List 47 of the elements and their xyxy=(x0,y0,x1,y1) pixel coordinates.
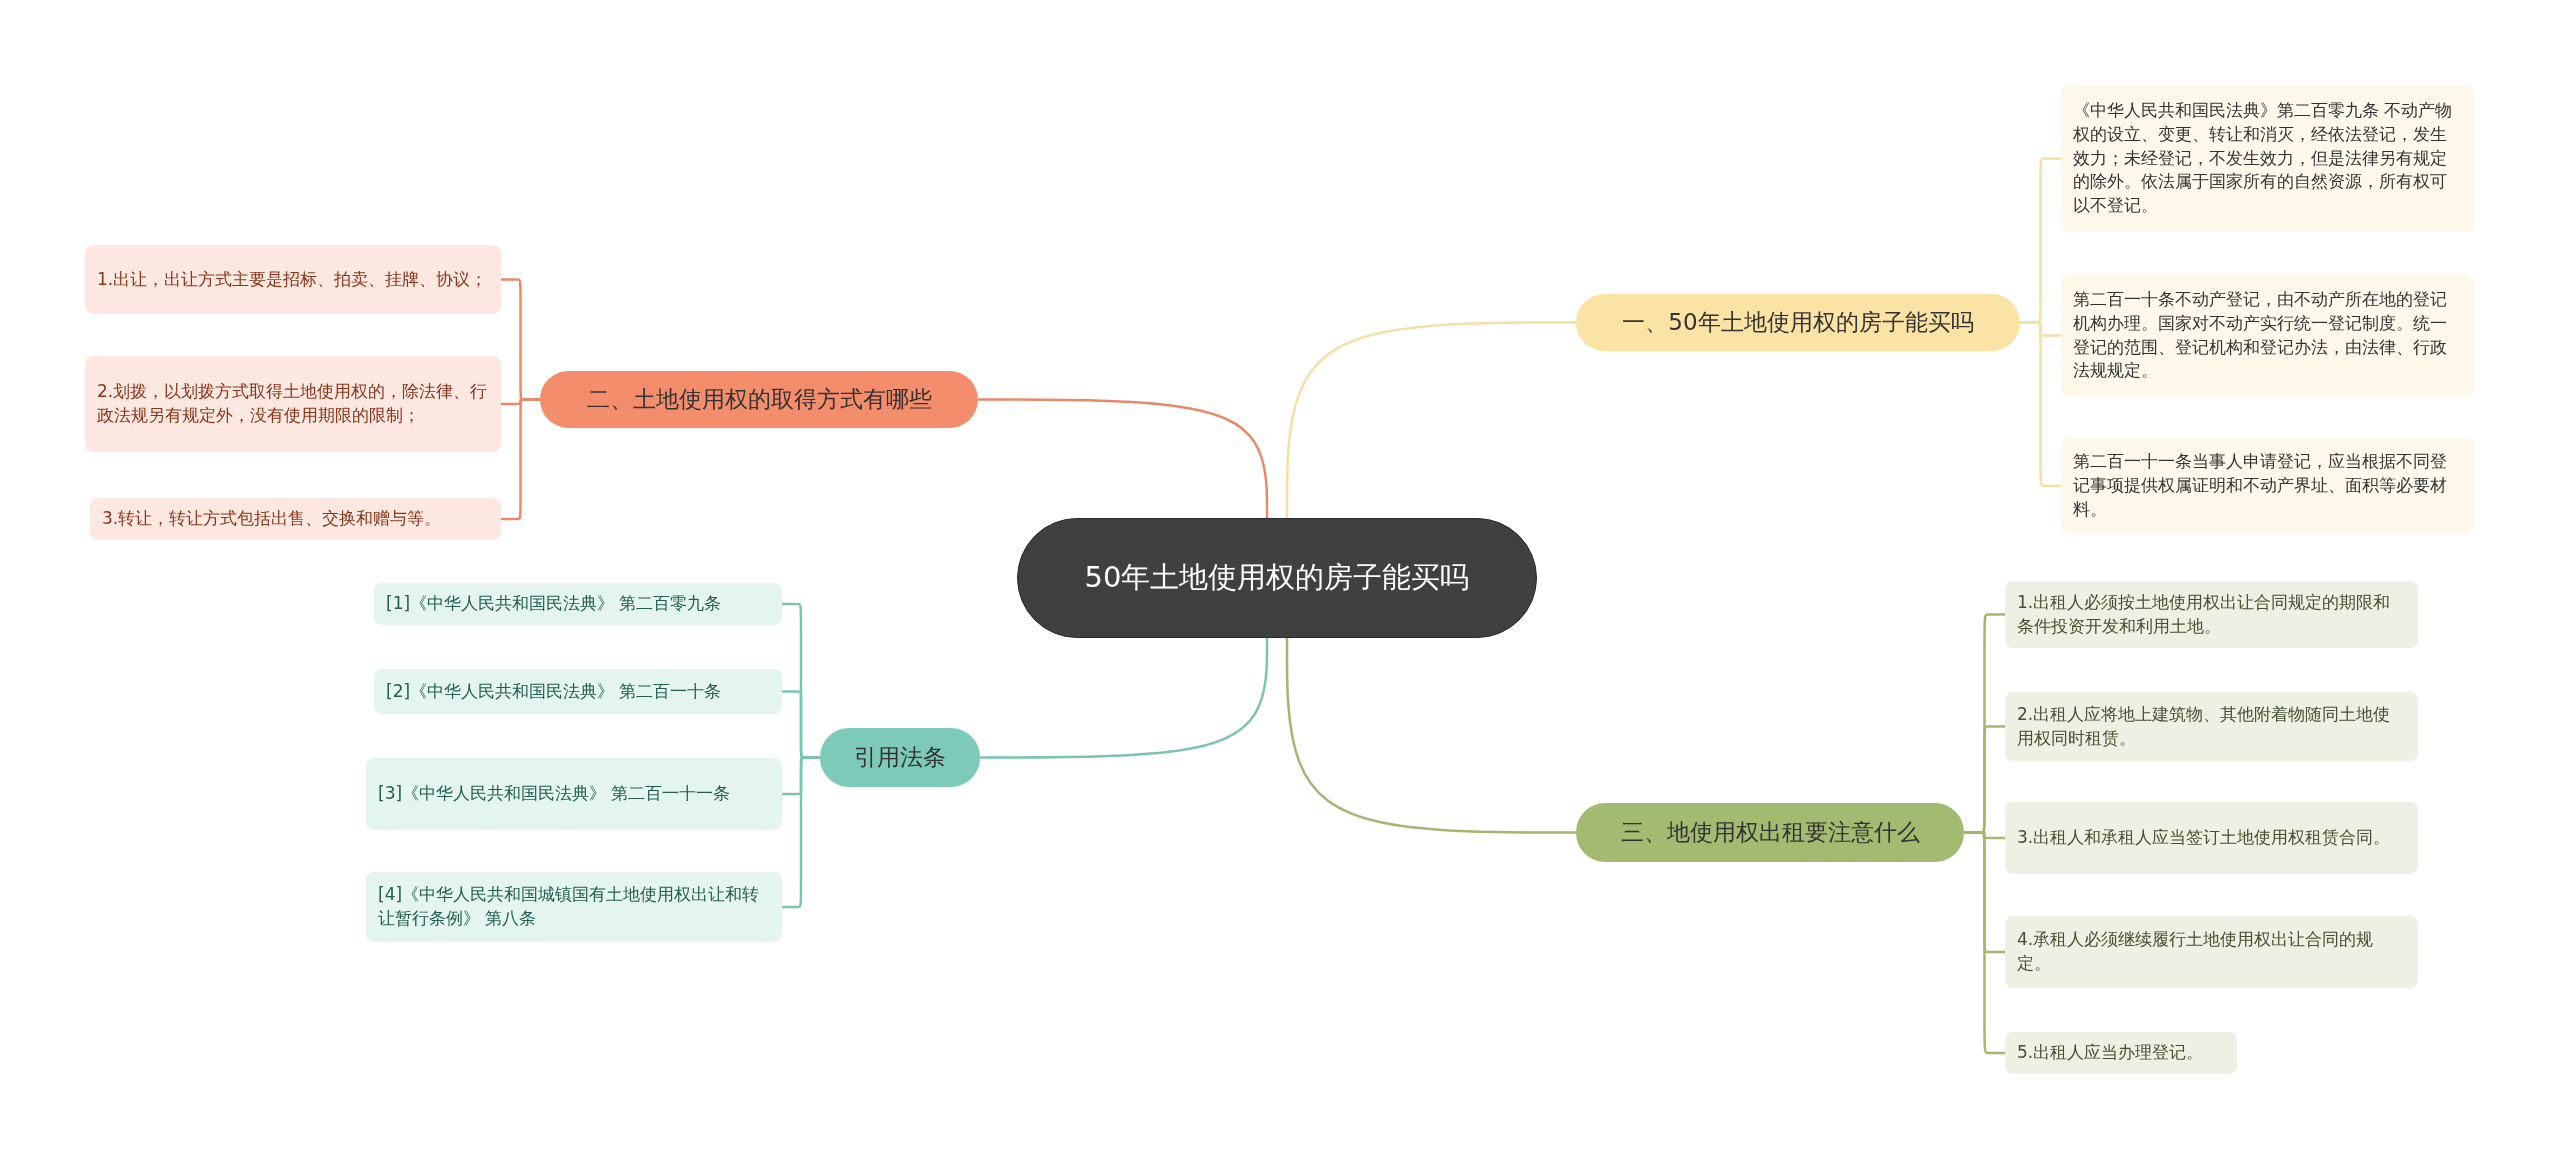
node-text: 第二百一十一条当事人申请登记，应当根据不同登记事项提供权属证明和不动产界址、面积等必要材料。 xyxy=(2073,450,2448,521)
node-text: 4.承租人必须继续履行土地使用权出让合同的规定。 xyxy=(2017,928,2375,975)
node-text: 2.出租人应将地上建筑物、其他附着物随同土地使用权同时租赁。 xyxy=(2017,702,2392,750)
connector-line xyxy=(2020,321,2061,488)
node-text: 50年土地使用权的房子能买吗 xyxy=(1084,559,1470,597)
node-text: 2.划拨，以划拨方式取得土地使用权的，除法律、行政法规另有规定外，没有使用期限的限制； xyxy=(97,380,489,427)
node-text: 《中华人民共和国民法典》第二百零九条 不动产物权的设立、变更、转让和消灭，经依法登记，发生效力；未经登记，不发生效力，但是法律另有规定的除外。依法属于国家所有的自然资源，所有权可以不登记。 xyxy=(2073,99,2454,218)
subtopic-card xyxy=(374,669,782,714)
node-text: [1]《中华人民共和国民法典》 第二百零九条 xyxy=(386,592,722,616)
connector-line xyxy=(980,638,1269,759)
subtopic-card xyxy=(366,872,782,942)
subtopic-card xyxy=(2005,581,2418,648)
subtopic-card xyxy=(90,498,501,540)
branch-topic xyxy=(540,371,978,428)
node-text: 第二百一十条不动产登记，由不动产所在地的登记机构办理。国家对不动产实行统一登记制度。统一登记的范围、登记机构和登记办法，由法律、行政法规规定。 xyxy=(2073,287,2448,383)
connector-line xyxy=(1964,831,2005,1055)
node-text: 二、土地使用权的取得方式有哪些 xyxy=(586,384,932,414)
branch-topic xyxy=(820,728,980,787)
node-text: 5.出租人应当办理登记。 xyxy=(2017,1041,2204,1065)
connector-line xyxy=(782,756,820,909)
subtopic-card xyxy=(2061,274,2474,397)
branch-topic xyxy=(1576,294,2020,351)
connector-line xyxy=(978,398,1269,518)
node-text: [3]《中华人民共和国民法典》 第二百一十一条 xyxy=(378,782,731,806)
subtopic-card xyxy=(2005,802,2418,874)
subtopic-card xyxy=(2005,692,2418,761)
node-text: 1.出租人必须按土地使用权出让合同规定的期限和条件投资开发和利用土地。 xyxy=(2017,590,2392,638)
node-text: 引用法条 xyxy=(854,742,946,772)
node-text: [4]《中华人民共和国城镇国有土地使用权出让和转让暂行条例》 第八条 xyxy=(378,883,761,930)
subtopic-card xyxy=(2005,916,2418,988)
subtopic-card xyxy=(2061,85,2474,232)
node-text: 一、50年土地使用权的房子能买吗 xyxy=(1622,307,1974,337)
connector-line xyxy=(1285,321,1576,518)
branch-topic xyxy=(1576,803,1964,862)
subtopic-card xyxy=(374,583,782,625)
node-text: 1.出让，出让方式主要是招标、拍卖、挂牌、协议； xyxy=(97,267,488,291)
node-text: 3.转让，转让方式包括出售、交换和赠与等。 xyxy=(102,507,442,531)
connector-line xyxy=(501,398,540,521)
subtopic-card xyxy=(366,758,782,830)
subtopic-card xyxy=(85,245,501,314)
subtopic-card xyxy=(85,356,501,452)
node-text: [2]《中华人民共和国民法典》 第二百一十条 xyxy=(386,679,722,703)
connector-line xyxy=(1285,638,1576,834)
subtopic-card xyxy=(2061,438,2474,534)
subtopic-card xyxy=(2005,1032,2237,1074)
node-text: 三、地使用权出租要注意什么 xyxy=(1620,817,1920,847)
node-text: 3.出租人和承租人应当签订土地使用权租赁合同。 xyxy=(2017,826,2391,850)
